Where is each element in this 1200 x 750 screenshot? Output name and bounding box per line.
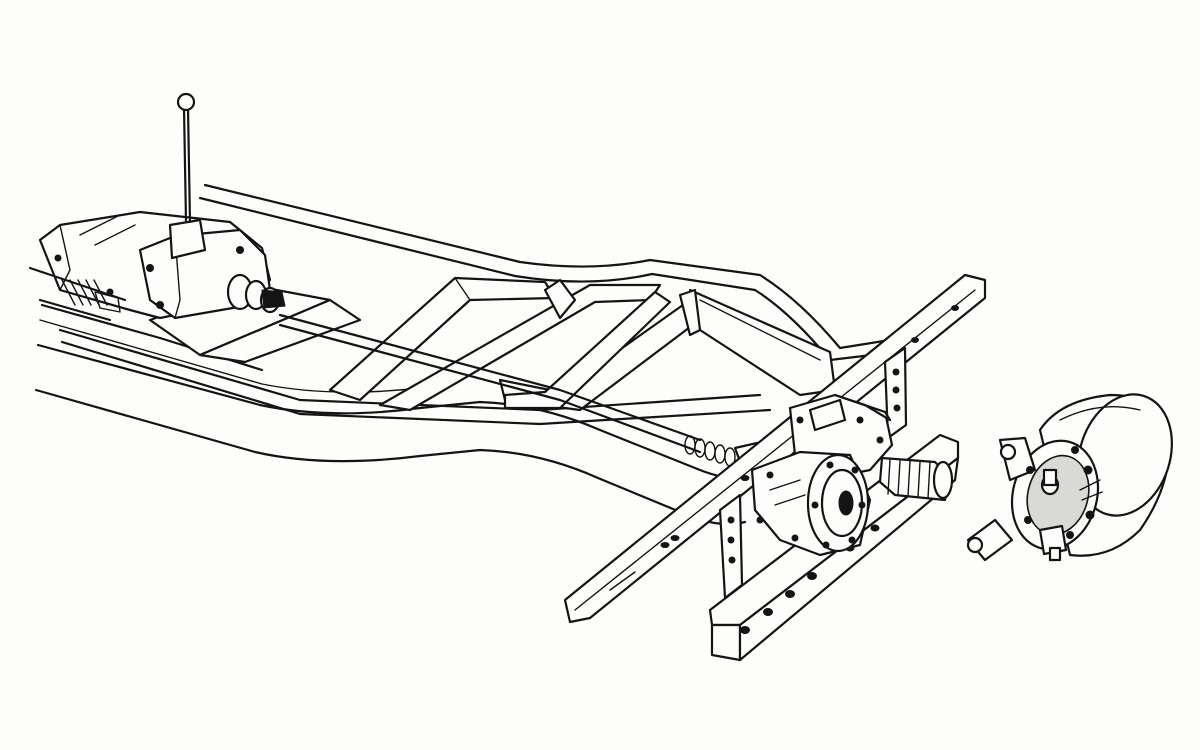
power-take-off-gearbox [750, 393, 894, 557]
splined-output-shaft [878, 456, 954, 502]
gear-shift-lever [176, 92, 196, 224]
rear-crossmember [563, 273, 987, 624]
transmission [28, 210, 286, 322]
hydraulic-pump [966, 393, 1173, 562]
